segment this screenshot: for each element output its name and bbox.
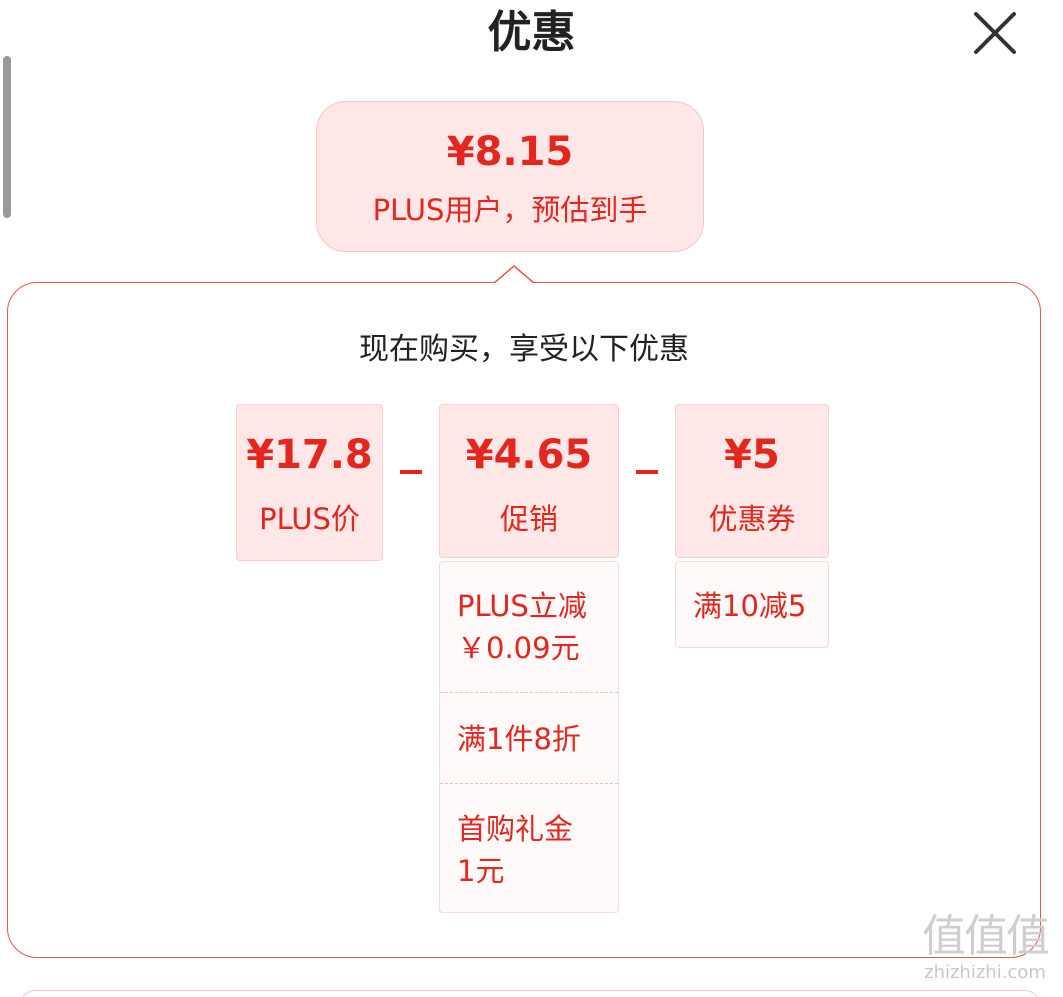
promotion-item-line1: 首购礼金 xyxy=(457,812,574,846)
divider xyxy=(440,783,618,784)
next-section-card xyxy=(20,990,1040,997)
close-button[interactable] xyxy=(968,8,1022,62)
watermark: 值值值 zhizhizhi.com xyxy=(912,912,1058,992)
scrollbar[interactable] xyxy=(3,56,11,218)
promotion-item-line1: PLUS立减 xyxy=(457,589,587,623)
promotion-item: PLUS立减 ￥0.09元 xyxy=(440,585,618,669)
plus-price-label: PLUS价 xyxy=(259,502,360,536)
promotion-details: PLUS立减 ￥0.09元 满1件8折 首购礼金 1元 xyxy=(439,561,619,913)
divider xyxy=(440,692,618,693)
plus-price-amount: ¥17.8 xyxy=(246,432,373,478)
coupon-item: 满10减5 xyxy=(676,585,828,627)
watermark-logo: 值值值 xyxy=(922,911,1050,962)
panel-pointer xyxy=(494,265,534,284)
coupon-item-line1: 满10减5 xyxy=(693,589,807,623)
page-title: 优惠 xyxy=(487,7,576,58)
watermark-text: zhizhizhi.com xyxy=(924,962,1046,983)
estimated-price-caption: PLUS用户，预估到手 xyxy=(372,193,648,227)
coupon-amount: ¥5 xyxy=(724,432,780,478)
estimated-price: ¥8.15 xyxy=(446,129,574,175)
coupon-card: ¥5 优惠券 xyxy=(675,404,829,558)
promotion-label: 促销 xyxy=(499,502,558,536)
promotion-item: 首购礼金 1元 xyxy=(440,808,618,892)
minus-sign xyxy=(400,470,422,474)
minus-sign xyxy=(636,470,658,474)
promotion-item: 满1件8折 xyxy=(440,718,618,760)
promotion-amount: ¥4.65 xyxy=(465,432,593,478)
close-icon xyxy=(974,12,1016,54)
breakdown-title: 现在购买，享受以下优惠 xyxy=(359,332,689,367)
coupon-label: 优惠券 xyxy=(708,502,796,536)
promotion-item-line2: ￥0.09元 xyxy=(457,631,580,665)
estimated-price-bubble: ¥8.15 PLUS用户，预估到手 xyxy=(316,101,704,252)
promotion-card: ¥4.65 促销 xyxy=(439,404,619,558)
coupon-details: 满10减5 xyxy=(675,561,829,648)
promotion-item-line2: 1元 xyxy=(457,854,505,888)
promotion-item-line1: 满1件8折 xyxy=(457,722,581,756)
plus-price-card: ¥17.8 PLUS价 xyxy=(236,404,383,561)
